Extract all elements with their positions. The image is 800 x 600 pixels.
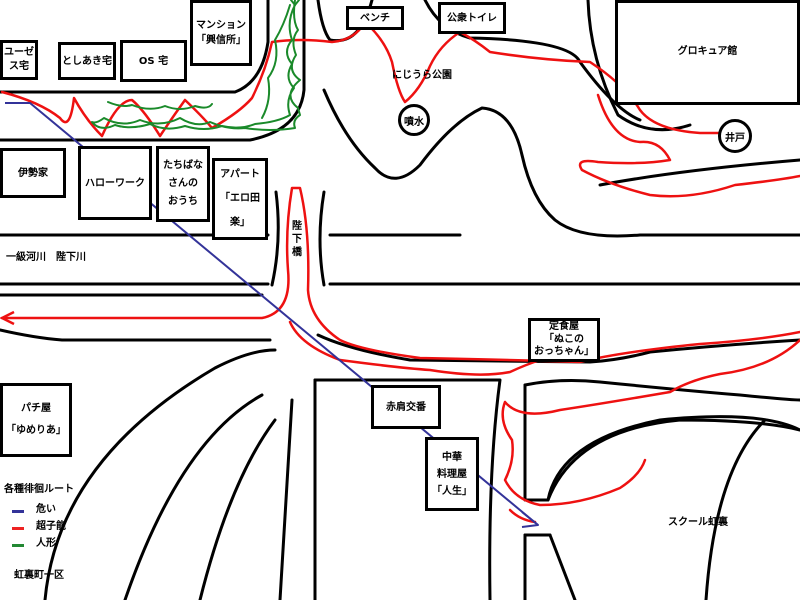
- building-mansion-line1: マンション: [196, 20, 246, 31]
- route-green: [91, 0, 301, 131]
- legend-title: 各種徘徊ルート: [4, 484, 74, 495]
- legend-label-blue: 危い: [36, 504, 56, 515]
- building-hellowork-label: ハローワーク: [85, 177, 145, 189]
- building-toshiaki-label: としあき宅: [62, 55, 112, 67]
- building-glocure: グロキュア館: [615, 0, 800, 105]
- park-label: にじうら公園: [392, 70, 452, 81]
- legend-item-red: 超子能: [12, 521, 92, 535]
- building-pachi-line2: 「ゆめりあ」: [6, 425, 66, 436]
- building-glocure-label: グロキュア館: [677, 46, 738, 57]
- building-os-label: OS 宅: [138, 55, 169, 67]
- bridge-label: 陛 下 橋: [290, 220, 304, 259]
- building-toilet: 公衆トイレ: [438, 2, 506, 34]
- red-arrow-icon: [0, 310, 15, 326]
- legend-item-green: 人形: [12, 538, 92, 552]
- building-teishoku: 定食屋 「ぬこの おっちゃん」: [528, 318, 600, 362]
- building-pachi-line1: パチ屋: [21, 403, 51, 414]
- building-apart: アパート 「エロ田楽」: [212, 158, 268, 240]
- building-bench-label: ベンチ: [360, 12, 390, 24]
- building-koban-label: 赤肩交番: [386, 401, 426, 413]
- building-chuka-line2: 料理屋: [437, 468, 467, 480]
- building-koban: 赤肩交番: [371, 385, 441, 429]
- well-marker: 井戸: [718, 119, 752, 153]
- river-label: 一級河川 陛下川: [6, 252, 86, 263]
- building-isejia: 伊勢家: [0, 148, 66, 198]
- legend: 各種徘徊ルート 危い 超子能 人形: [4, 484, 114, 554]
- building-bench: ベンチ: [346, 6, 404, 30]
- building-tachibana-line2: さんの: [168, 178, 198, 189]
- building-apart-line2: 「エロ田楽」: [220, 193, 260, 228]
- legend-label-red: 超子能: [36, 521, 66, 532]
- fountain-marker: 噴水: [398, 104, 430, 136]
- building-toshiaki: としあき宅: [58, 42, 116, 80]
- building-chuka-line1: 中華: [442, 451, 462, 463]
- building-teishoku-line2: 「ぬこの: [544, 333, 584, 345]
- building-pachi: パチ屋 「ゆめりあ」: [0, 383, 72, 457]
- building-tachibana: たちばな さんの おうち: [156, 146, 210, 222]
- route-red: [0, 20, 800, 524]
- building-isejia-label: 伊勢家: [18, 167, 48, 179]
- building-yuzeki: ユーゼ ス宅: [0, 40, 38, 80]
- building-os: OS 宅: [120, 40, 187, 82]
- district-label: 虹裏町一区: [14, 570, 64, 581]
- bridge-char3: 橋: [292, 247, 302, 258]
- bridge-char2: 下: [292, 234, 302, 245]
- building-chuka-line3: 「人生」: [432, 485, 472, 497]
- legend-label-green: 人形: [36, 538, 56, 549]
- legend-swatch-blue: [12, 510, 24, 513]
- building-hellowork: ハローワーク: [78, 146, 152, 220]
- route-blue: [5, 102, 539, 528]
- well-label: 井戸: [725, 132, 745, 144]
- building-mansion-line2: 「興信所」: [196, 35, 246, 46]
- building-teishoku-line1: 定食屋: [549, 321, 579, 333]
- legend-swatch-green: [12, 544, 24, 547]
- legend-swatch-red: [12, 527, 24, 530]
- building-toilet-label: 公衆トイレ: [447, 12, 497, 24]
- building-teishoku-line3: おっちゃん」: [534, 346, 594, 358]
- legend-item-blue: 危い: [12, 504, 92, 518]
- building-yuzeki-line1: ユーゼ: [4, 47, 34, 58]
- school-label: スクール虹裏: [668, 517, 728, 528]
- building-chuka: 中華 料理屋 「人生」: [425, 437, 479, 511]
- school-grounds: [546, 415, 800, 501]
- bridge-char1: 陛: [292, 221, 302, 232]
- building-mansion: マンション 「興信所」: [190, 0, 252, 66]
- building-tachibana-line3: おうち: [168, 196, 198, 207]
- fountain-label: 噴水: [404, 116, 424, 128]
- building-apart-line1: アパート: [220, 169, 260, 180]
- building-yuzeki-line2: ス宅: [9, 61, 29, 72]
- building-tachibana-line1: たちばな: [163, 160, 203, 171]
